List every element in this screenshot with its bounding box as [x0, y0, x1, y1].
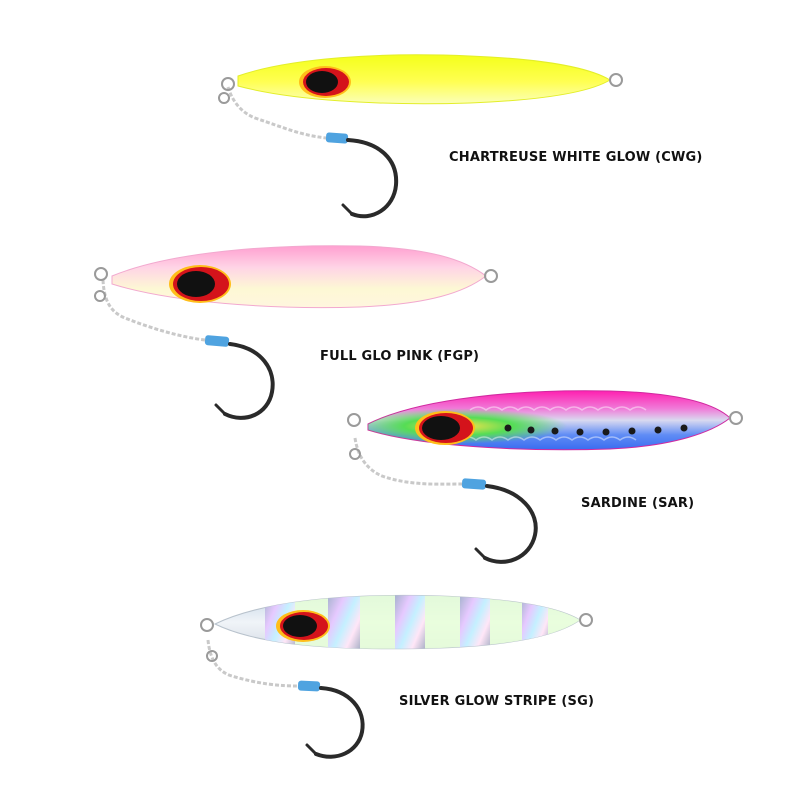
lure-label-fgp: FULL GLO PINK (FGP): [320, 349, 480, 364]
lure-label-cwg: CHARTREUSE WHITE GLOW (CWG): [449, 150, 703, 165]
lure-label-sar: SARDINE (SAR): [581, 496, 695, 511]
lure-sardine: [347, 390, 743, 564]
lure-full-glo-pink: [94, 245, 498, 420]
lure-chartreuse-white-glow: [218, 54, 623, 219]
lure-label-sg: SILVER GLOW STRIPE (SG): [399, 694, 595, 709]
lure-silver-glow-stripe: [200, 594, 593, 759]
